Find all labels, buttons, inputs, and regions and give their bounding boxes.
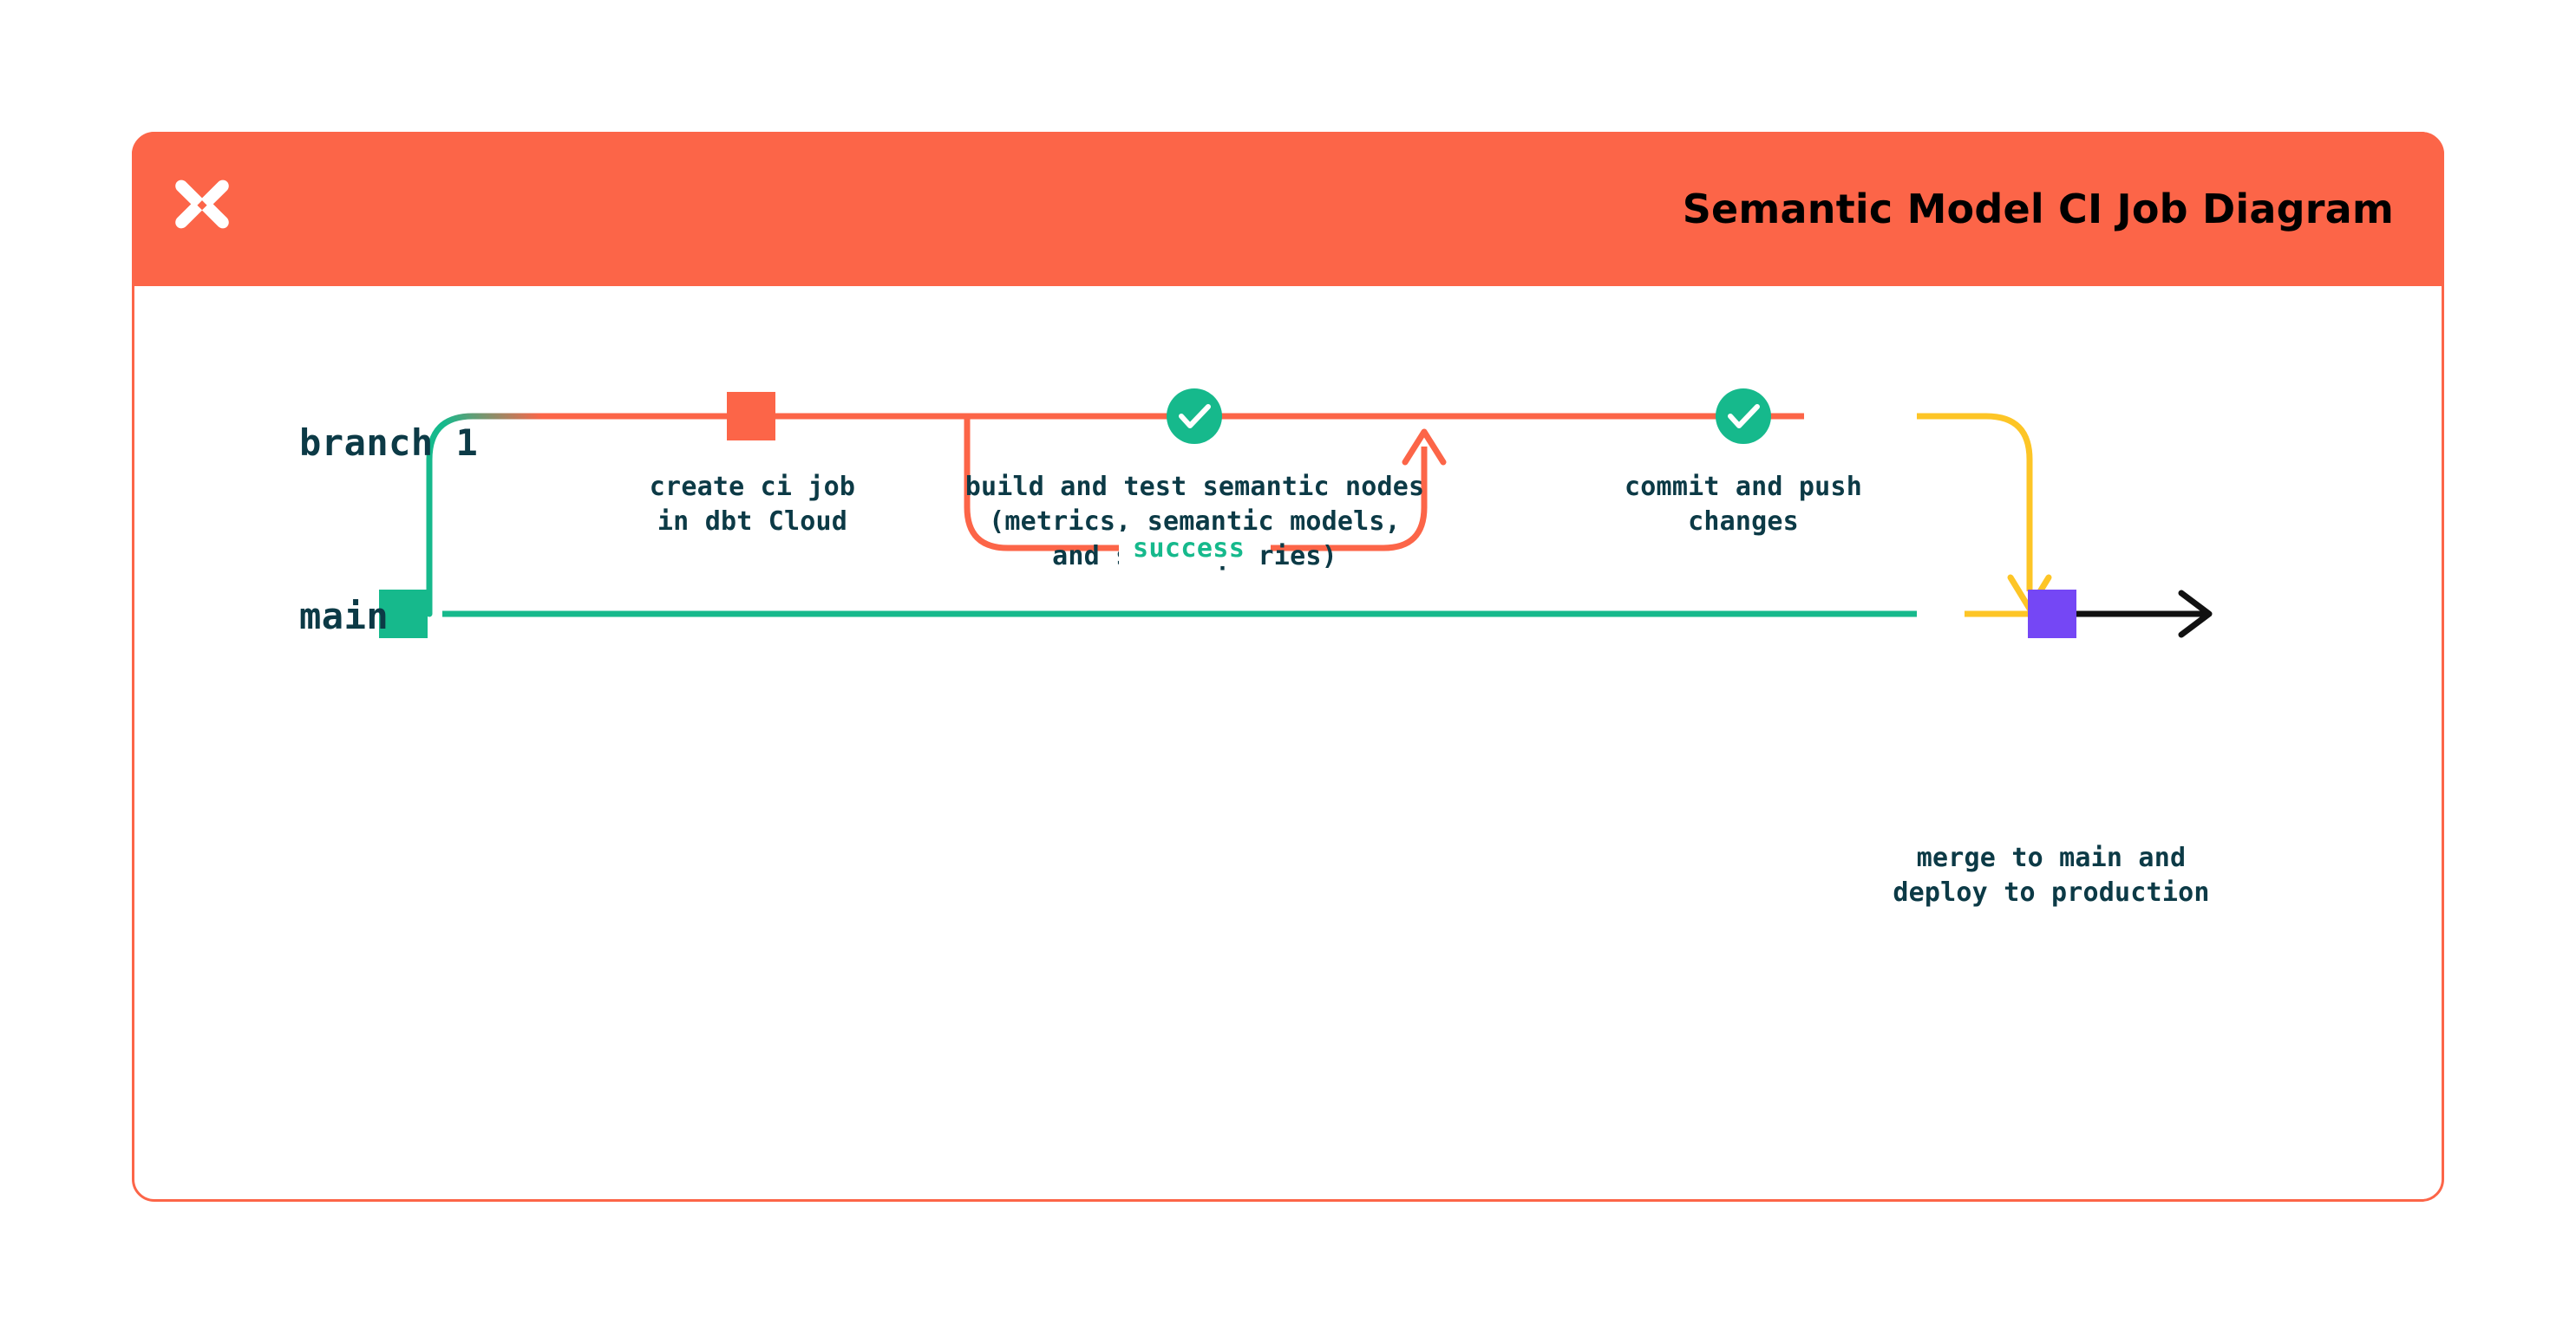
main-arrowhead-icon (2178, 590, 2213, 638)
edge-merge-down (1917, 413, 2033, 591)
dbt-logo-icon (165, 172, 239, 246)
edge-branch-off (426, 413, 546, 617)
node-main-start (379, 590, 428, 638)
node-create-ci-job (727, 392, 775, 440)
node-label-create-ci-job: create ci job in dbt Cloud (649, 472, 856, 537)
check-icon (1728, 404, 1760, 428)
success-arrowhead-icon (1402, 428, 1447, 466)
git-graph: branch 1 main create ci job in dbt Cloud… (134, 286, 2442, 1202)
node-commit-and-push (1716, 388, 1771, 444)
edge-label-success: success (1119, 532, 1259, 566)
diagram-card: Semantic Model CI Job Diagram (132, 132, 2444, 1202)
edge-success-loop-left (964, 416, 1119, 551)
node-label-commit-and-push: commit and push changes (1625, 472, 1862, 537)
edge-success-loop-right (1271, 447, 1428, 551)
node-build-and-test (1167, 388, 1222, 444)
page-title: Semantic Model CI Job Diagram (1682, 186, 2394, 232)
lane-label-main: main (299, 595, 389, 637)
check-icon (1179, 404, 1211, 428)
card-header: Semantic Model CI Job Diagram (132, 132, 2444, 286)
node-label-merge-to-main: merge to main and deploy to production (1893, 843, 2210, 908)
node-merge-to-main (2028, 590, 2076, 638)
lane-label-branch-1: branch 1 (299, 421, 479, 464)
